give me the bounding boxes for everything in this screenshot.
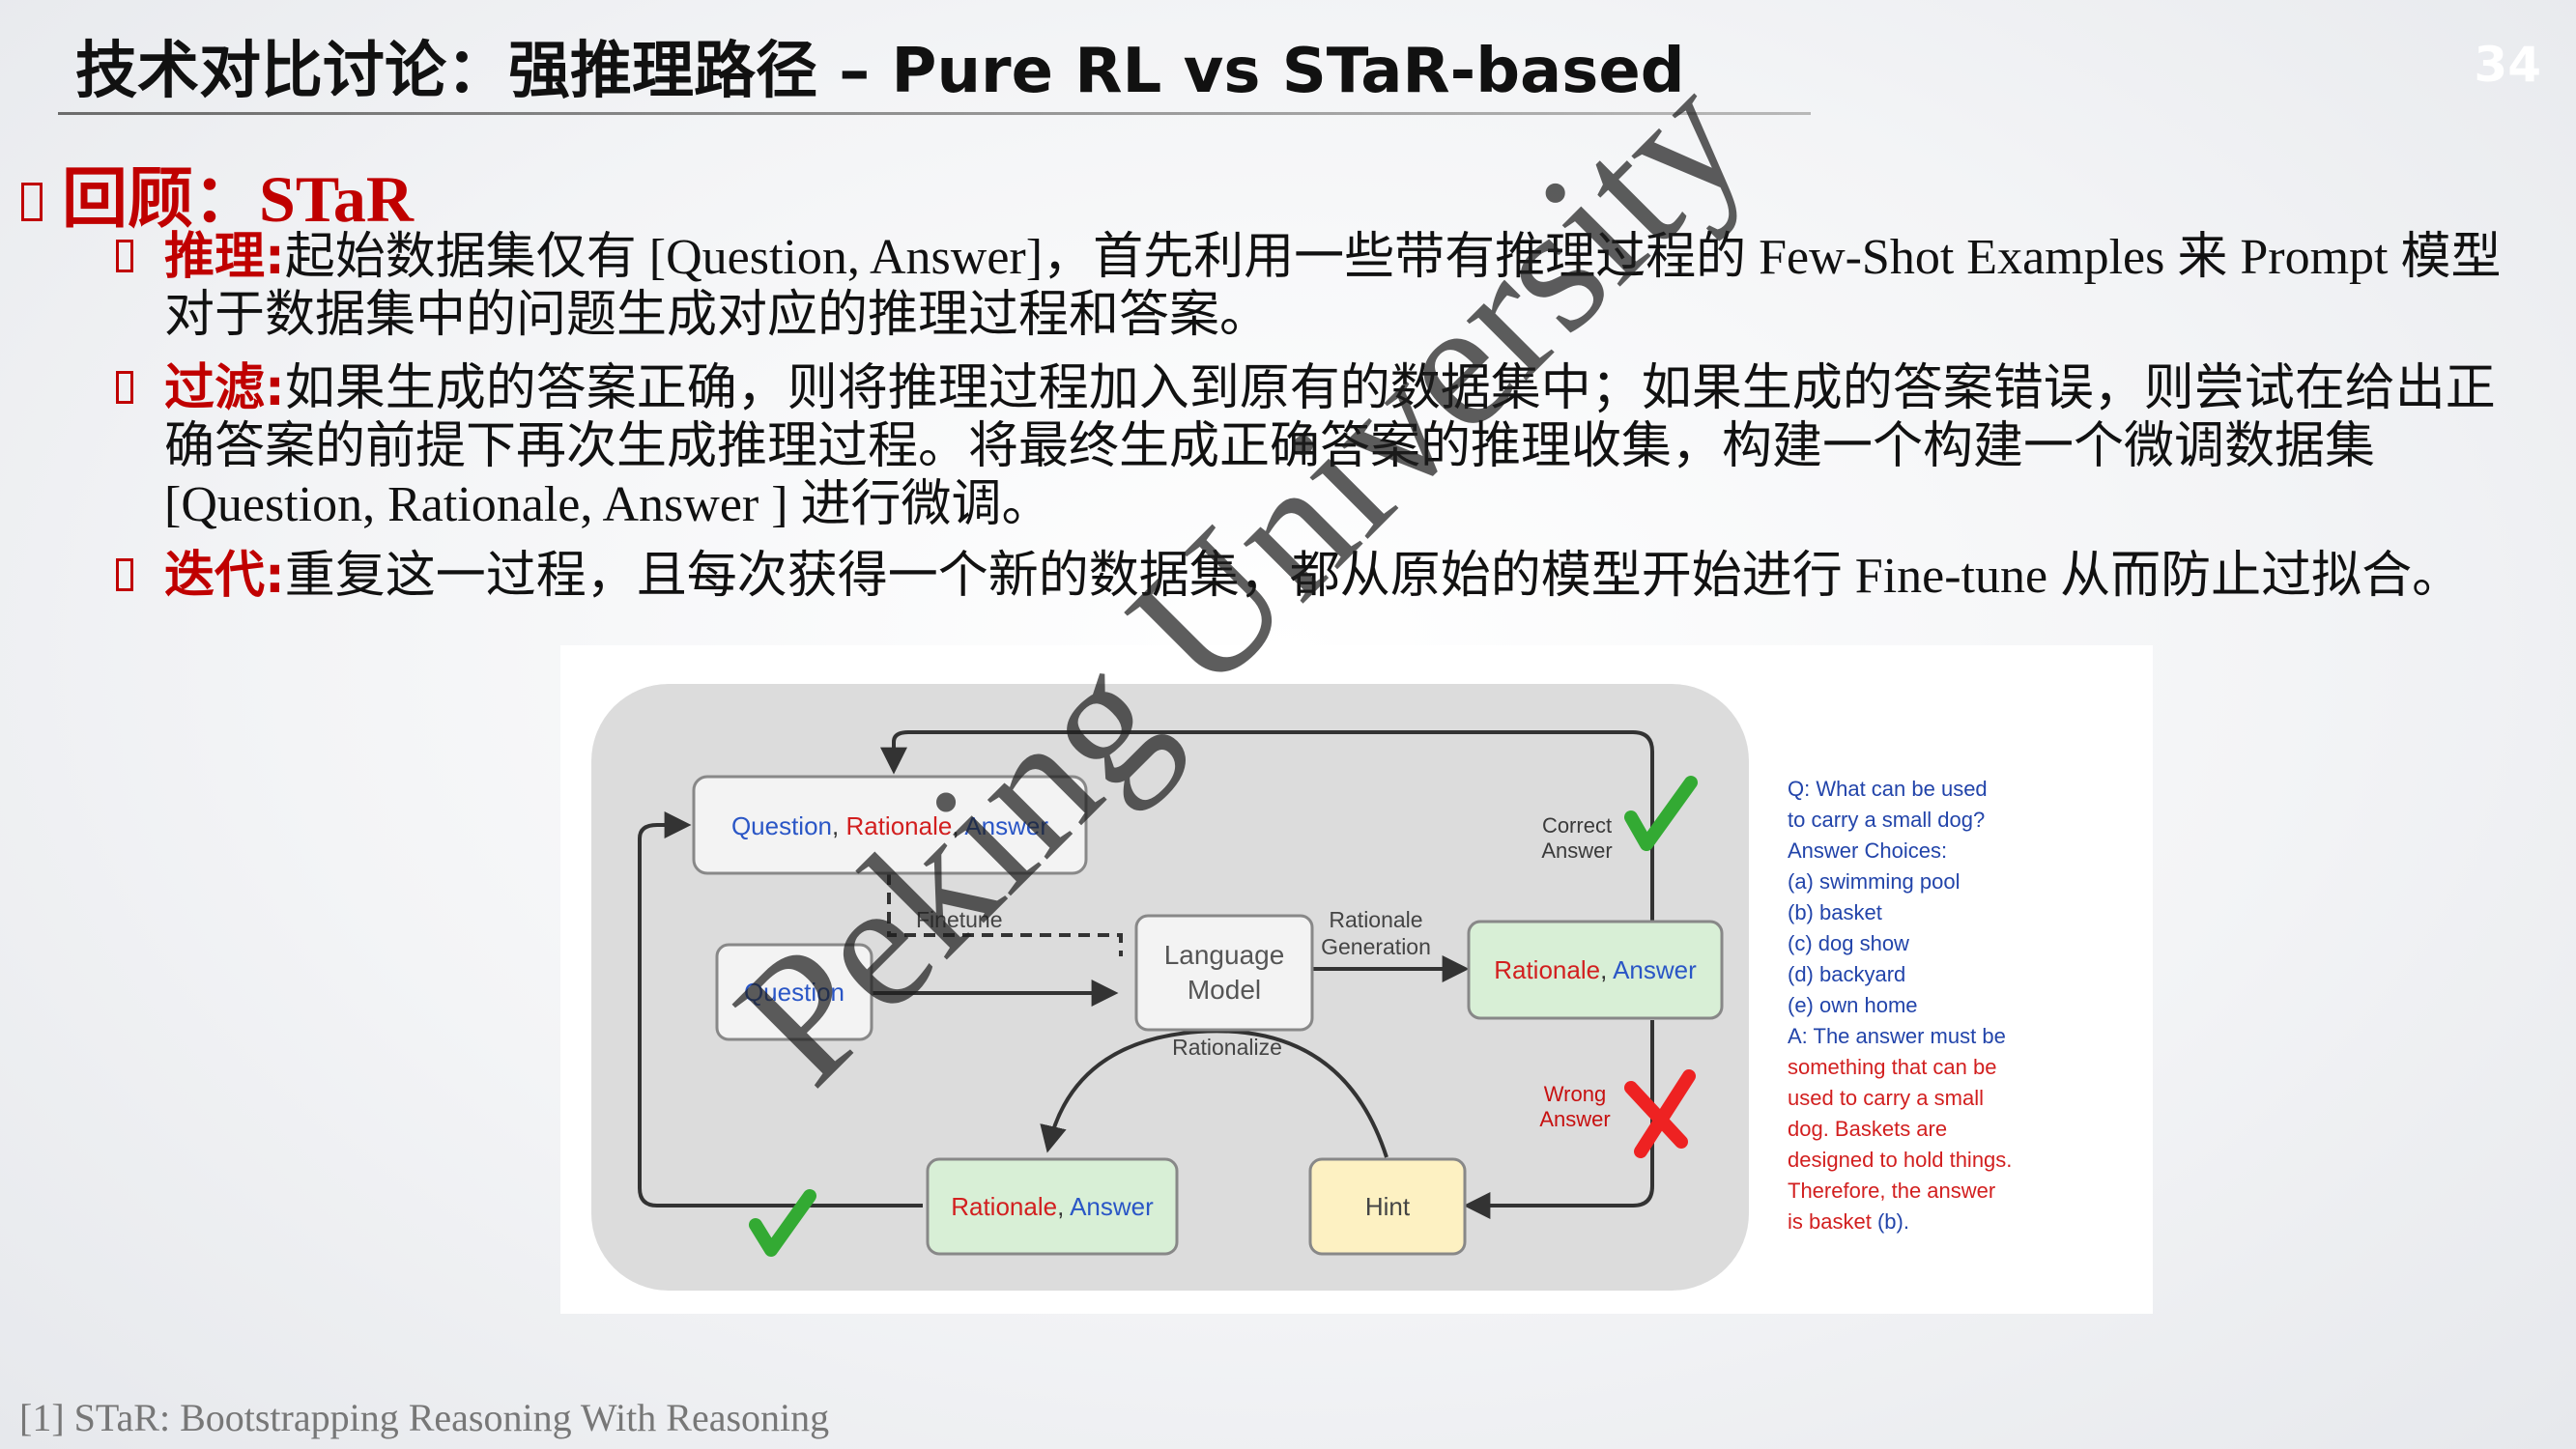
wrong-answer-line1: Wrong <box>1544 1082 1606 1106</box>
rationale-answer-box-bottom <box>926 1157 1179 1256</box>
example-choice: (b) basket <box>1788 900 1882 924</box>
loop-arrow-wrong <box>1463 1020 1654 1219</box>
example-q-line: Answer Choices: <box>1788 838 1947 863</box>
loop-arrow-top <box>880 730 1654 923</box>
bullet-icon <box>116 240 133 272</box>
bullet-item-iterate: 迭代:重复这一过程，且每次获得一个新的数据集，都从原始的模型开始进行 Fine-… <box>116 547 2512 606</box>
page-number: 34 <box>2474 37 2541 93</box>
example-a-line: Therefore, the answer <box>1788 1179 1995 1203</box>
question-box-label: Question <box>744 978 844 1007</box>
example-choice: (d) backyard <box>1788 962 1905 986</box>
finetune-label: Finetune <box>916 907 1003 932</box>
example-panel: Q: What can be used to carry a small dog… <box>1788 777 2012 1234</box>
question-box <box>715 943 873 1041</box>
check-icon-left <box>749 1189 816 1257</box>
example-choice: (e) own home <box>1788 993 1918 1017</box>
footnote: [1] STaR: Bootstrapping Reasoning With R… <box>19 1396 830 1439</box>
bullet-text: 迭代:重复这一过程，且每次获得一个新的数据集，都从原始的模型开始进行 Fine-… <box>164 547 2512 606</box>
hint-box <box>1308 1157 1467 1256</box>
finetune-arrow <box>887 873 1123 956</box>
star-diagram: Question, Rationale, Answer Question Lan… <box>591 684 2012 1291</box>
example-final-line: is basket (b). <box>1788 1209 1909 1234</box>
bullet-item-filter: 过滤:如果生成的答案正确，则将推理过程加入到原有的数据集中；如果生成的答案错误，… <box>116 359 2512 534</box>
rationale-generation-line1: Rationale <box>1329 907 1422 932</box>
check-icon-correct <box>1624 776 1698 851</box>
title-underline <box>58 112 1811 115</box>
qra-box-label: Question, Rationale, Answer <box>731 811 1048 840</box>
example-q-line: Q: What can be used <box>1788 777 1988 801</box>
bullet-text: 推理:起始数据集仅有 [Question, Answer]，首先利用一些带有推理… <box>164 228 2512 345</box>
wrong-answer-line2: Answer <box>1539 1107 1610 1131</box>
example-a-line: A: The answer must be <box>1788 1024 2006 1048</box>
correct-answer-line2: Answer <box>1541 838 1612 863</box>
language-model-box <box>1134 914 1314 1032</box>
hint-box-label: Hint <box>1365 1192 1411 1221</box>
loop-arrow-left <box>638 811 923 1208</box>
bullet-body: 如果生成的答案正确，则将推理过程加入到原有的数据集中；如果生成的答案错误，则尝试… <box>164 361 2496 532</box>
bullet-keyword: 推理: <box>164 228 285 286</box>
example-choice: (a) swimming pool <box>1788 869 1961 894</box>
ra-right-label: Rationale, Answer <box>1494 955 1697 984</box>
star-figure: Question, Rationale, Answer Question Lan… <box>560 645 2153 1314</box>
example-a-line: designed to hold things. <box>1788 1148 2012 1172</box>
qra-box <box>692 775 1088 875</box>
section-heading-text: 回顾：STaR <box>62 162 415 236</box>
bullet-keyword: 过滤: <box>164 359 285 417</box>
cross-icon-wrong <box>1624 1069 1696 1158</box>
section-bullet-icon <box>21 183 43 222</box>
example-q-line: to carry a small dog? <box>1788 808 1985 832</box>
rationalize-label: Rationalize <box>1172 1035 1282 1060</box>
rationale-generation-line2: Generation <box>1321 934 1431 959</box>
bullet-item-reasoning: 推理:起始数据集仅有 [Question, Answer]，首先利用一些带有推理… <box>116 228 2512 345</box>
bullet-body: 重复这一过程，且每次获得一个新的数据集，都从原始的模型开始进行 Fine-tun… <box>284 549 2463 604</box>
bullet-icon <box>116 558 133 591</box>
lm-label-line2: Model <box>1188 975 1261 1005</box>
bullet-text: 过滤:如果生成的答案正确，则将推理过程加入到原有的数据集中；如果生成的答案错误，… <box>164 359 2512 534</box>
bullet-icon <box>116 371 133 404</box>
rationale-answer-box-right <box>1467 920 1724 1020</box>
rationalize-arrow <box>1040 1029 1388 1158</box>
lm-label-line1: Language <box>1164 940 1285 970</box>
ra-bottom-label: Rationale, Answer <box>951 1192 1154 1221</box>
bullet-keyword: 迭代: <box>164 547 285 605</box>
section-heading: 回顾：STaR <box>21 145 414 241</box>
example-a-line: used to carry a small <box>1788 1086 1984 1110</box>
correct-answer-line1: Correct <box>1542 813 1612 838</box>
bullet-body: 起始数据集仅有 [Question, Answer]，首先利用一些带有推理过程的… <box>164 230 2502 343</box>
slide-title: 技术对比讨论：强推理路径 – Pure RL vs STaR-based <box>75 36 1685 107</box>
example-a-line: dog. Baskets are <box>1788 1117 1947 1141</box>
example-a-line: something that can be <box>1788 1055 1996 1079</box>
example-choice: (c) dog show <box>1788 931 1909 955</box>
